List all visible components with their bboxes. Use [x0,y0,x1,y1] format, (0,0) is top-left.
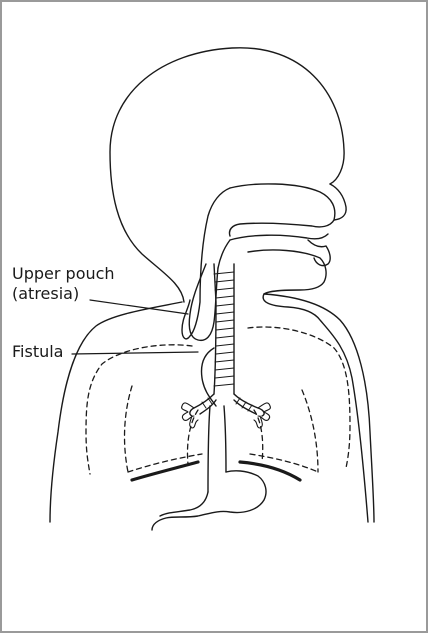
fistula-leader [72,352,198,354]
diaphragm-left [132,462,198,480]
stomach [152,471,266,530]
trachea-left-wall [214,264,216,394]
nasal-cavity [229,184,334,236]
head-outline [110,48,344,302]
lungs [86,327,350,474]
esophagus-left-wall [208,406,210,492]
upper-pouch-label-line2: (atresia) [12,284,115,304]
left-lung [86,345,192,474]
left-shoulder-torso [50,302,182,522]
upper-pouch-label: Upper pouch (atresia) [12,264,115,304]
fistula-lower-esophagus [202,348,217,406]
tongue-jaw [248,250,368,522]
fistula-label: Fistula [12,342,63,362]
right-bronchus [234,394,264,416]
left-bronchus [190,394,216,416]
left-lung-lateral [125,386,132,472]
esophagus-right-wall [224,406,226,472]
diaphragm-right [240,462,300,480]
right-lung-base [250,454,318,472]
upper-pouch-label-line1: Upper pouch [12,264,115,284]
right-lung-lateral [302,390,318,472]
pharynx-front [218,240,230,268]
